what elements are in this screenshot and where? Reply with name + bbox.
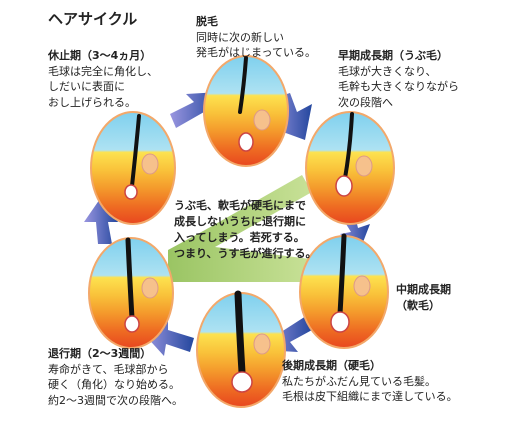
follicle-souki [305, 111, 395, 225]
stage-label-taikou: 退行期（2～3週間） 寿命がきて、毛球部から 硬く（角化）なり始める。 約2～3… [48, 346, 183, 408]
stage-label-chuuki: 中期成長期 （軟毛） [396, 282, 451, 313]
cycle-arrow-5 [84, 196, 118, 244]
stage-line: 発毛がはじまっている。 [196, 46, 317, 59]
follicle-datsumo [203, 55, 289, 167]
center-note-line: うぶ毛、軟毛が硬毛にまで [174, 199, 306, 212]
stage-heading: 休止期（3～4ヵ月） [48, 49, 152, 62]
stage-heading: 脱毛 [196, 15, 218, 28]
center-note: うぶ毛、軟毛が硬毛にまで 成長しないうちに退行期に 入ってしまう。若死する。 つ… [174, 198, 317, 262]
follicle-chuuki [299, 233, 389, 349]
stage-heading: 中期成長期 [396, 283, 451, 296]
center-note-line: つまり、うす毛が進行する。 [174, 247, 317, 260]
stage-line: 約2～3週間で次の段階へ。 [48, 393, 183, 407]
center-note-line: 入ってしまう。若死する。 [174, 231, 305, 244]
stage-line: 毛球は完全に角化し、 [48, 64, 158, 78]
stage-line: 硬く（角化）なり始める。 [48, 378, 180, 391]
stage-line: 毛球が大きくなり、 [338, 64, 437, 78]
stage-line: しだいに表面に [48, 80, 125, 93]
shortcut-arrow [168, 175, 318, 282]
diagram-title: ヘアサイクル [48, 10, 138, 28]
stage-line: 同時に次の新しい [196, 30, 284, 44]
stage-label-datsumo: 脱毛 同時に次の新しい 発毛がはじまっている。 [196, 14, 316, 61]
stage-heading: 早期成長期（うぶ毛） [338, 49, 448, 62]
follicle-kouki [196, 290, 286, 408]
stage-line: 次の段階へ [338, 95, 393, 109]
stage-label-souki: 早期成長期（うぶ毛） 毛球が大きくなり、 毛幹も大きくなりながら 次の段階へ [338, 48, 459, 110]
stage-heading: 後期成長期（硬毛） [282, 359, 381, 372]
stage-line: 毛幹も大きくなりながら [338, 80, 459, 93]
stage-line: 毛根は皮下組織にまで達している。 [282, 390, 458, 403]
stage-label-kouki: 後期成長期（硬毛） 私たちがふだん見ている毛髪。 毛根は皮下組織にまで達している… [282, 358, 458, 405]
stage-line: （軟毛） [396, 298, 440, 312]
stage-heading: 退行期（2～3週間） [48, 347, 152, 360]
follicle-taikou [88, 237, 174, 349]
follicle-kyuushi [90, 111, 176, 225]
stage-line: 寿命がきて、毛球部から [48, 362, 169, 376]
stage-line: おし上げられる。 [48, 95, 136, 109]
stage-line: 私たちがふだん見ている毛髪。 [282, 374, 436, 388]
stage-label-kyuushi: 休止期（3～4ヵ月） 毛球は完全に角化し、 しだいに表面に おし上げられる。 [48, 48, 158, 110]
center-note-line: 成長しないうちに退行期に [174, 215, 306, 228]
